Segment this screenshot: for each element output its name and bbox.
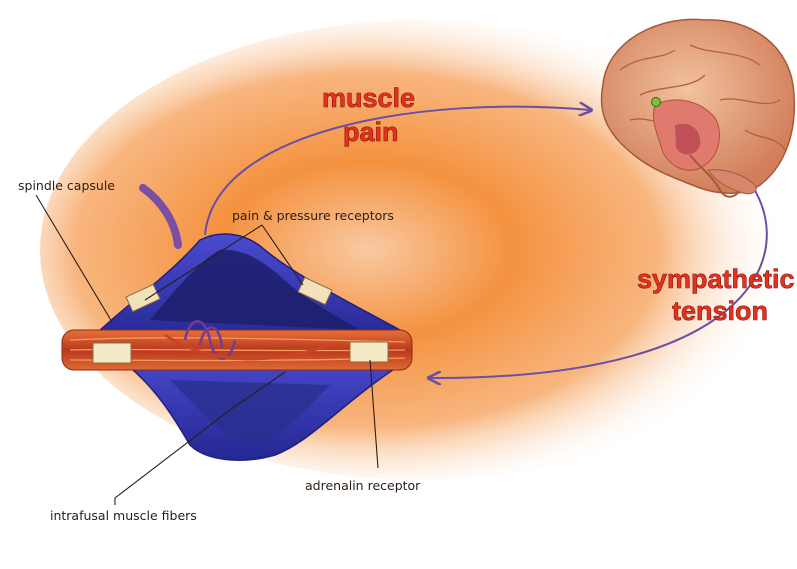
adrenalin-receptor-block-right: [350, 342, 388, 362]
adrenalin-receptor-label: adrenalin receptor: [305, 478, 421, 493]
adrenalin-receptor-block-left: [93, 343, 131, 363]
spindle-capsule-label: spindle capsule: [18, 178, 115, 193]
amygdala-marker: [652, 98, 661, 107]
intrafusal-muscle-fibers-label: intrafusal muscle fibers: [50, 508, 197, 523]
sympathetic-tension-label-line2: tension: [672, 296, 768, 326]
sympathetic-tension-label-line1: sympathetic: [637, 264, 795, 294]
muscle-pain-label-line1: muscle: [322, 83, 415, 113]
pain-pressure-receptors-label: pain & pressure receptors: [232, 208, 394, 223]
muscle-pain-label-line2: pain: [343, 117, 399, 147]
